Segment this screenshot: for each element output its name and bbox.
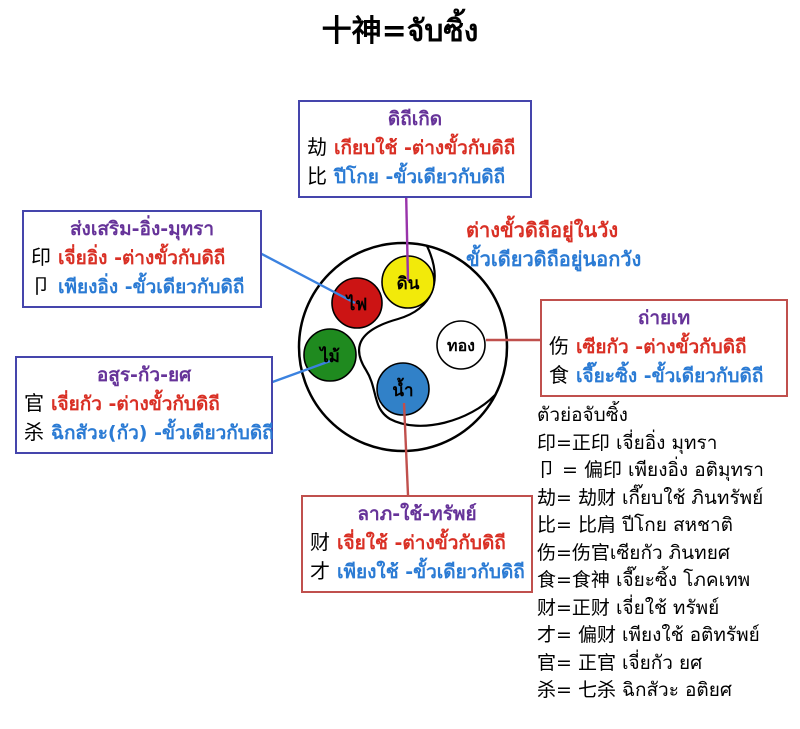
box-day-master-row-2-text: ปีโกย -ขั้วเดียวกับดิถี bbox=[334, 166, 506, 188]
box-officer-row-2: 杀 ฉิกสัวะ(กัว) -ขั้วเดียวกับดิถี bbox=[24, 418, 274, 447]
box-day-master-row-2: 比 ปีโกย -ขั้วเดียวกับดิถี bbox=[307, 162, 523, 191]
box-output-row-2-text: เจี๊ยะซิ้ง -ขั้วเดียวกับดิถี bbox=[576, 365, 764, 387]
metal-circle bbox=[436, 320, 486, 370]
box-output-row-2: 食 เจี๊ยะซิ้ง -ขั้วเดียวกับดิถี bbox=[549, 361, 779, 390]
hanzi-shang: 伤 bbox=[549, 334, 569, 358]
connector-power-wood bbox=[266, 358, 334, 386]
box-wealth-row-2: 才 เพียงใช้ -ขั้วเดียวกับดิถี bbox=[310, 557, 525, 586]
legend-item: 伤=伤官เซียกัว ภินทยศ bbox=[537, 541, 730, 564]
box-output: ถ่ายเท 伤 เซียกัว -ต่างขั้วกับดิถี 食 เจี๊… bbox=[540, 299, 788, 397]
box-day-master: ดิถีเกิด 劫 เกียบใช้ -ต่างขั้วกับดิถี 比 ป… bbox=[298, 100, 532, 198]
hanzi-cai: 财 bbox=[310, 530, 330, 554]
hanzi-sha: 杀 bbox=[24, 420, 44, 444]
hanzi-shi: 食 bbox=[549, 363, 569, 387]
page-title: 十神=จับซิ้ง bbox=[321, 14, 479, 49]
box-day-master-heading: ดิถีเกิด bbox=[387, 108, 443, 130]
polarity-note-same: ขั้วเดียวดิถือยู่นอกวัง bbox=[466, 247, 642, 271]
fire-label: ไฟ bbox=[345, 294, 368, 315]
legend-item: 财=正财 เจี่ยใช้ ทรัพย์ bbox=[537, 596, 720, 619]
abbreviation-legend: ตัวย่อจับซิ้ง 印=正印 เจี่ยอิ่ง มุทรา 卩 = 偏… bbox=[537, 402, 764, 705]
legend-item: 劫= 劫财 เกี๊ยบใช้ ภินทรัพย์ bbox=[537, 486, 764, 509]
box-officer-row-1-text: เจี่ยกัว -ต่างขั้วกับดิถี bbox=[51, 393, 220, 415]
box-resource-row-1: 印 เจี่ยอิ่ง -ต่างขั้วกับดิถี bbox=[31, 243, 253, 272]
box-resource-row-2: 卩 เพียงอิ่ง -ขั้วเดียวกับดิถี bbox=[31, 272, 253, 301]
wood-label: ไม้ bbox=[318, 346, 340, 367]
box-output-row-1: 伤 เซียกัว -ต่างขั้วกับดิถี bbox=[549, 332, 779, 361]
polarity-note-opposite: ต่างขั้วดิถือยู่ในวัง bbox=[466, 218, 619, 242]
box-wealth-row-1: 财 เจี่ยใช้ -ต่างขั้วกับดิถี bbox=[310, 528, 524, 557]
box-wealth-heading: ลาภ-ใช้-ทรัพย์ bbox=[357, 503, 477, 525]
connector-support-fire bbox=[257, 250, 356, 305]
hanzi-guan: 官 bbox=[24, 391, 44, 415]
wood-circle bbox=[303, 328, 357, 382]
legend-item: 官= 正官 เจี่ยกัว ยศ bbox=[537, 651, 703, 674]
hanzi-bi: 比 bbox=[307, 164, 327, 188]
hanzi-jie: 劫 bbox=[307, 135, 327, 159]
box-resource-row-2-text: เพียงอิ่ง -ขั้วเดียวกับดิถี bbox=[58, 276, 245, 298]
hanzi-pianyin: 卩 bbox=[31, 274, 51, 298]
box-officer-heading: อสูร-กัว-ยศ bbox=[96, 364, 192, 386]
legend-item: 杀= 七杀 ฉิกสัวะ อติยศ bbox=[537, 679, 732, 701]
box-resource-row-1-text: เจี่ยอิ่ง -ต่างขั้วกับดิถี bbox=[58, 247, 226, 269]
box-resource: ส่งเสริม-อิ่ง-มุทรา 印 เจี่ยอิ่ง -ต่างขั้… bbox=[22, 210, 262, 308]
connector-wealth-water bbox=[402, 402, 410, 496]
box-resource-heading: ส่งเสริม-อิ่ง-มุทรา bbox=[69, 218, 215, 240]
legend-item: 比= 比肩 ปีโกย สหชาติ bbox=[537, 514, 733, 536]
water-label: น้ำ bbox=[392, 377, 413, 401]
fire-circle bbox=[331, 277, 383, 329]
box-officer-row-2-text: ฉิกสัวะ(กัว) -ขั้วเดียวกับดิถี bbox=[51, 422, 274, 444]
box-officer: อสูร-กัว-ยศ 官 เจี่ยกัว -ต่างขั้วกับดิถี … bbox=[15, 356, 274, 454]
hanzi-piancai: 才 bbox=[310, 559, 330, 583]
box-output-heading: ถ่ายเท bbox=[637, 307, 691, 329]
legend-item: 印=正印 เจี่ยอิ่ง มุทรา bbox=[537, 431, 718, 454]
box-officer-row-1: 官 เจี่ยกัว -ต่างขั้วกับดิถี bbox=[24, 389, 264, 418]
connector-birth-earth bbox=[404, 187, 410, 282]
hanzi-yin: 印 bbox=[31, 245, 51, 269]
box-day-master-row-1: 劫 เกียบใช้ -ต่างขั้วกับดิถี bbox=[307, 133, 523, 162]
earth-label: ดิน bbox=[397, 274, 420, 294]
box-day-master-row-1-text: เกียบใช้ -ต่างขั้วกับดิถี bbox=[334, 137, 516, 159]
metal-label: ทอง bbox=[447, 336, 475, 355]
legend-heading: ตัวย่อจับซิ้ง bbox=[537, 404, 628, 426]
box-wealth-row-1-text: เจี่ยใช้ -ต่างขั้วกับดิถี bbox=[337, 532, 506, 554]
legend-item: 卩 = 偏印 เพียงอิ่ง อติมุทรา bbox=[537, 459, 764, 481]
legend-item: 食=食神 เจี๊ยะซิ้ง โภคเทพ bbox=[537, 569, 751, 591]
water-circle bbox=[376, 362, 430, 416]
polarity-note: ต่างขั้วดิถือยู่ในวัง ขั้วเดียวดิถือยู่น… bbox=[466, 216, 641, 274]
box-output-row-1-text: เซียกัว -ต่างขั้วกับดิถี bbox=[576, 336, 747, 358]
box-wealth: ลาภ-ใช้-ทรัพย์ 财 เจี่ยใช้ -ต่างขั้วกับดิ… bbox=[301, 495, 533, 593]
legend-item: 才= 偏财 เพียงใช้ อติทรัพย์ bbox=[537, 624, 760, 646]
box-wealth-row-2-text: เพียงใช้ -ขั้วเดียวกับดิถี bbox=[337, 561, 525, 583]
yinyang-curve bbox=[357, 245, 496, 427]
